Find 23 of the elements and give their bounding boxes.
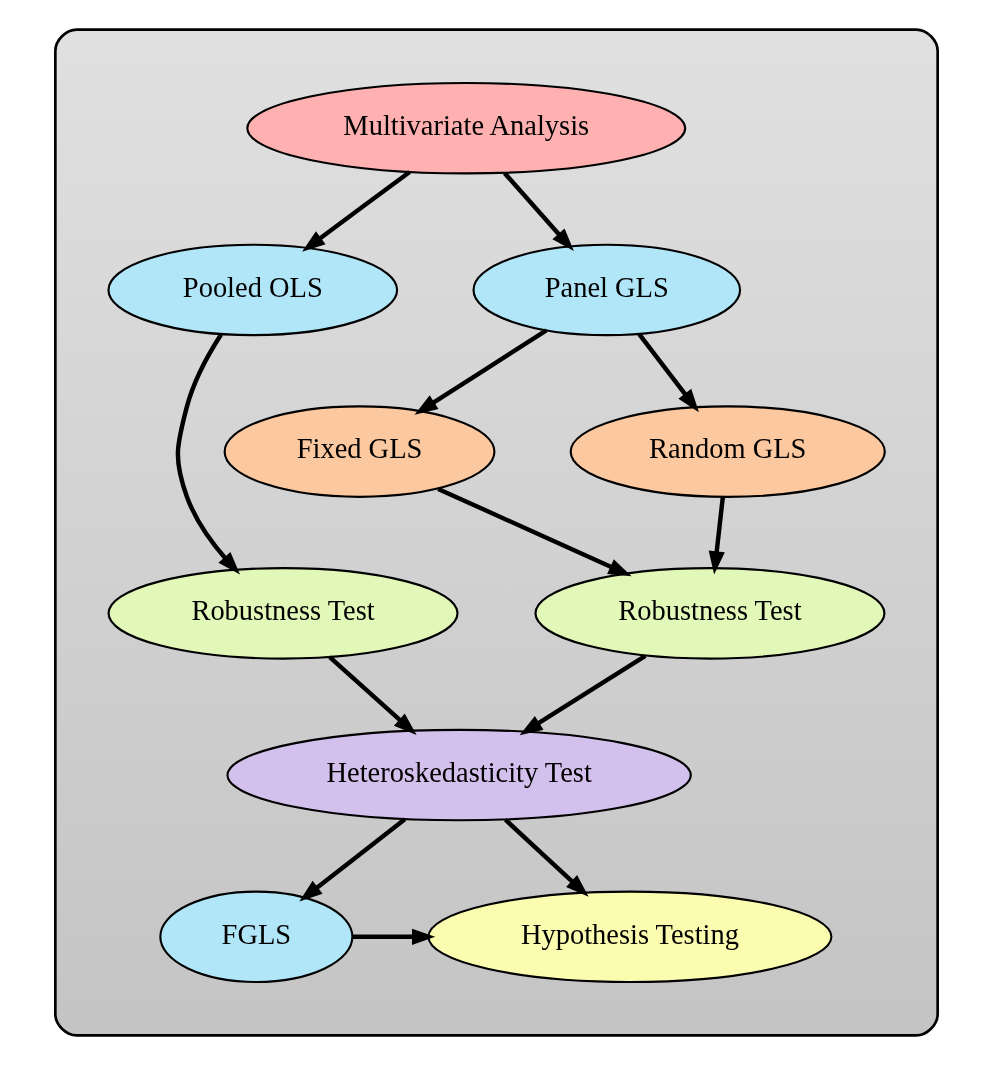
node-ellipse: Fixed GLS — [223, 405, 495, 498]
node-ellipse: Panel GLS — [471, 243, 741, 337]
arrow — [352, 928, 435, 945]
node-ellipse: Heteroskedasticity Test — [225, 728, 692, 822]
cluster — [53, 28, 939, 1037]
node-ellipse: Robustness Test — [533, 567, 885, 660]
arrow — [301, 170, 411, 252]
node-ellipse: Pooled OLS — [106, 243, 398, 337]
arrow — [327, 655, 417, 736]
arrow — [636, 332, 699, 413]
arrow — [708, 497, 725, 575]
arrow — [414, 328, 547, 415]
node-ellipse: Multivariate Analysis — [245, 81, 686, 175]
node-ellipse: Random GLS — [569, 405, 886, 498]
arrow — [298, 817, 406, 902]
arrow — [436, 486, 632, 577]
node-ellipse: FGLS — [158, 890, 353, 984]
arrow — [519, 654, 647, 736]
node-ellipse: Robustness Test — [107, 567, 459, 660]
arrow — [502, 171, 574, 252]
node-ellipse: Hypothesis Testing — [426, 890, 832, 984]
arrow — [175, 333, 240, 575]
arrow — [503, 818, 589, 897]
